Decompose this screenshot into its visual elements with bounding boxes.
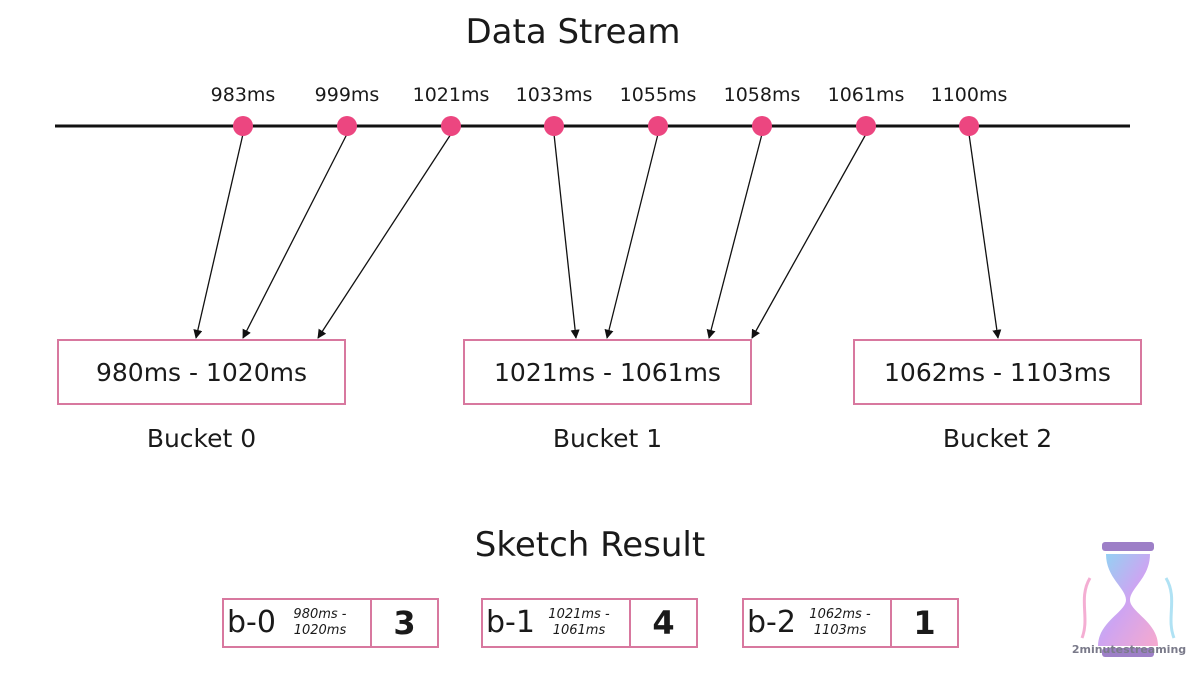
event-timestamp-label: 1100ms — [930, 84, 1008, 106]
diagram-title: Data Stream — [465, 12, 681, 52]
bucket-label-1: Bucket 1 — [552, 424, 663, 453]
bucket-label-2: Bucket 2 — [942, 424, 1053, 453]
brand-name: 2minutestreaming — [1071, 643, 1187, 656]
event-timestamp-label: 1061ms — [827, 84, 905, 106]
bucket-label-0: Bucket 0 — [146, 424, 257, 453]
bucket-range-0: 980ms - 1020ms — [95, 357, 307, 387]
sketch-count-2: 1 — [913, 604, 936, 642]
sketch-count-0: 3 — [393, 604, 416, 642]
event-timestamp-label: 1021ms — [412, 84, 490, 106]
event-dot — [337, 116, 357, 136]
event-timestamp-label: 1033ms — [515, 84, 593, 106]
sketch-cell-1: b-1 1021ms - 1061ms 4 — [481, 598, 698, 648]
event-timestamp-label: 1055ms — [619, 84, 697, 106]
bucket-box-2: 1062ms - 1103ms — [853, 339, 1142, 405]
event-arrow — [553, 133, 580, 339]
bucket-box-0: 980ms - 1020ms — [57, 339, 346, 405]
event-dot — [856, 116, 876, 136]
sketch-cell-2: b-2 1062ms - 1103ms 1 — [742, 598, 959, 648]
event-dot — [441, 116, 461, 136]
sketch-id-1: b-1 — [486, 605, 535, 640]
sketch-range-1: 1021ms - 1061ms — [548, 607, 610, 638]
bucket-box-1: 1021ms - 1061ms — [463, 339, 752, 405]
event-arrow — [317, 133, 452, 339]
event-dot — [959, 116, 979, 136]
event-arrow — [751, 133, 867, 339]
event-arrow — [193, 133, 244, 339]
sketch-id-0: b-0 — [227, 605, 276, 640]
bucket-range-2: 1062ms - 1103ms — [884, 357, 1111, 387]
sketch-title: Sketch Result — [474, 525, 706, 565]
sketch-range-0: 980ms - 1020ms — [293, 607, 347, 638]
sketch-count-1: 4 — [652, 604, 675, 642]
event-timestamp-label: 983ms — [210, 84, 276, 106]
sketch-id-2: b-2 — [747, 605, 796, 640]
event-dot — [544, 116, 564, 136]
hourglass-logo-icon — [1080, 542, 1176, 657]
event-dot — [233, 116, 253, 136]
event-arrow — [242, 133, 348, 339]
sketch-key: b-0 980ms - 1020ms — [224, 600, 372, 646]
event-arrow — [706, 133, 763, 339]
event-dot — [752, 116, 772, 136]
bucket-range-1: 1021ms - 1061ms — [494, 357, 721, 387]
event-timestamp-label: 999ms — [314, 84, 380, 106]
sketch-cell-0: b-0 980ms - 1020ms 3 — [222, 598, 439, 648]
sketch-range-2: 1062ms - 1103ms — [809, 607, 871, 638]
event-timestamp-label: 1058ms — [723, 84, 801, 106]
sketch-key: b-1 1021ms - 1061ms — [483, 600, 631, 646]
sketch-key: b-2 1062ms - 1103ms — [744, 600, 892, 646]
event-arrow — [604, 133, 659, 339]
event-arrow — [968, 133, 1002, 339]
event-dot — [648, 116, 668, 136]
